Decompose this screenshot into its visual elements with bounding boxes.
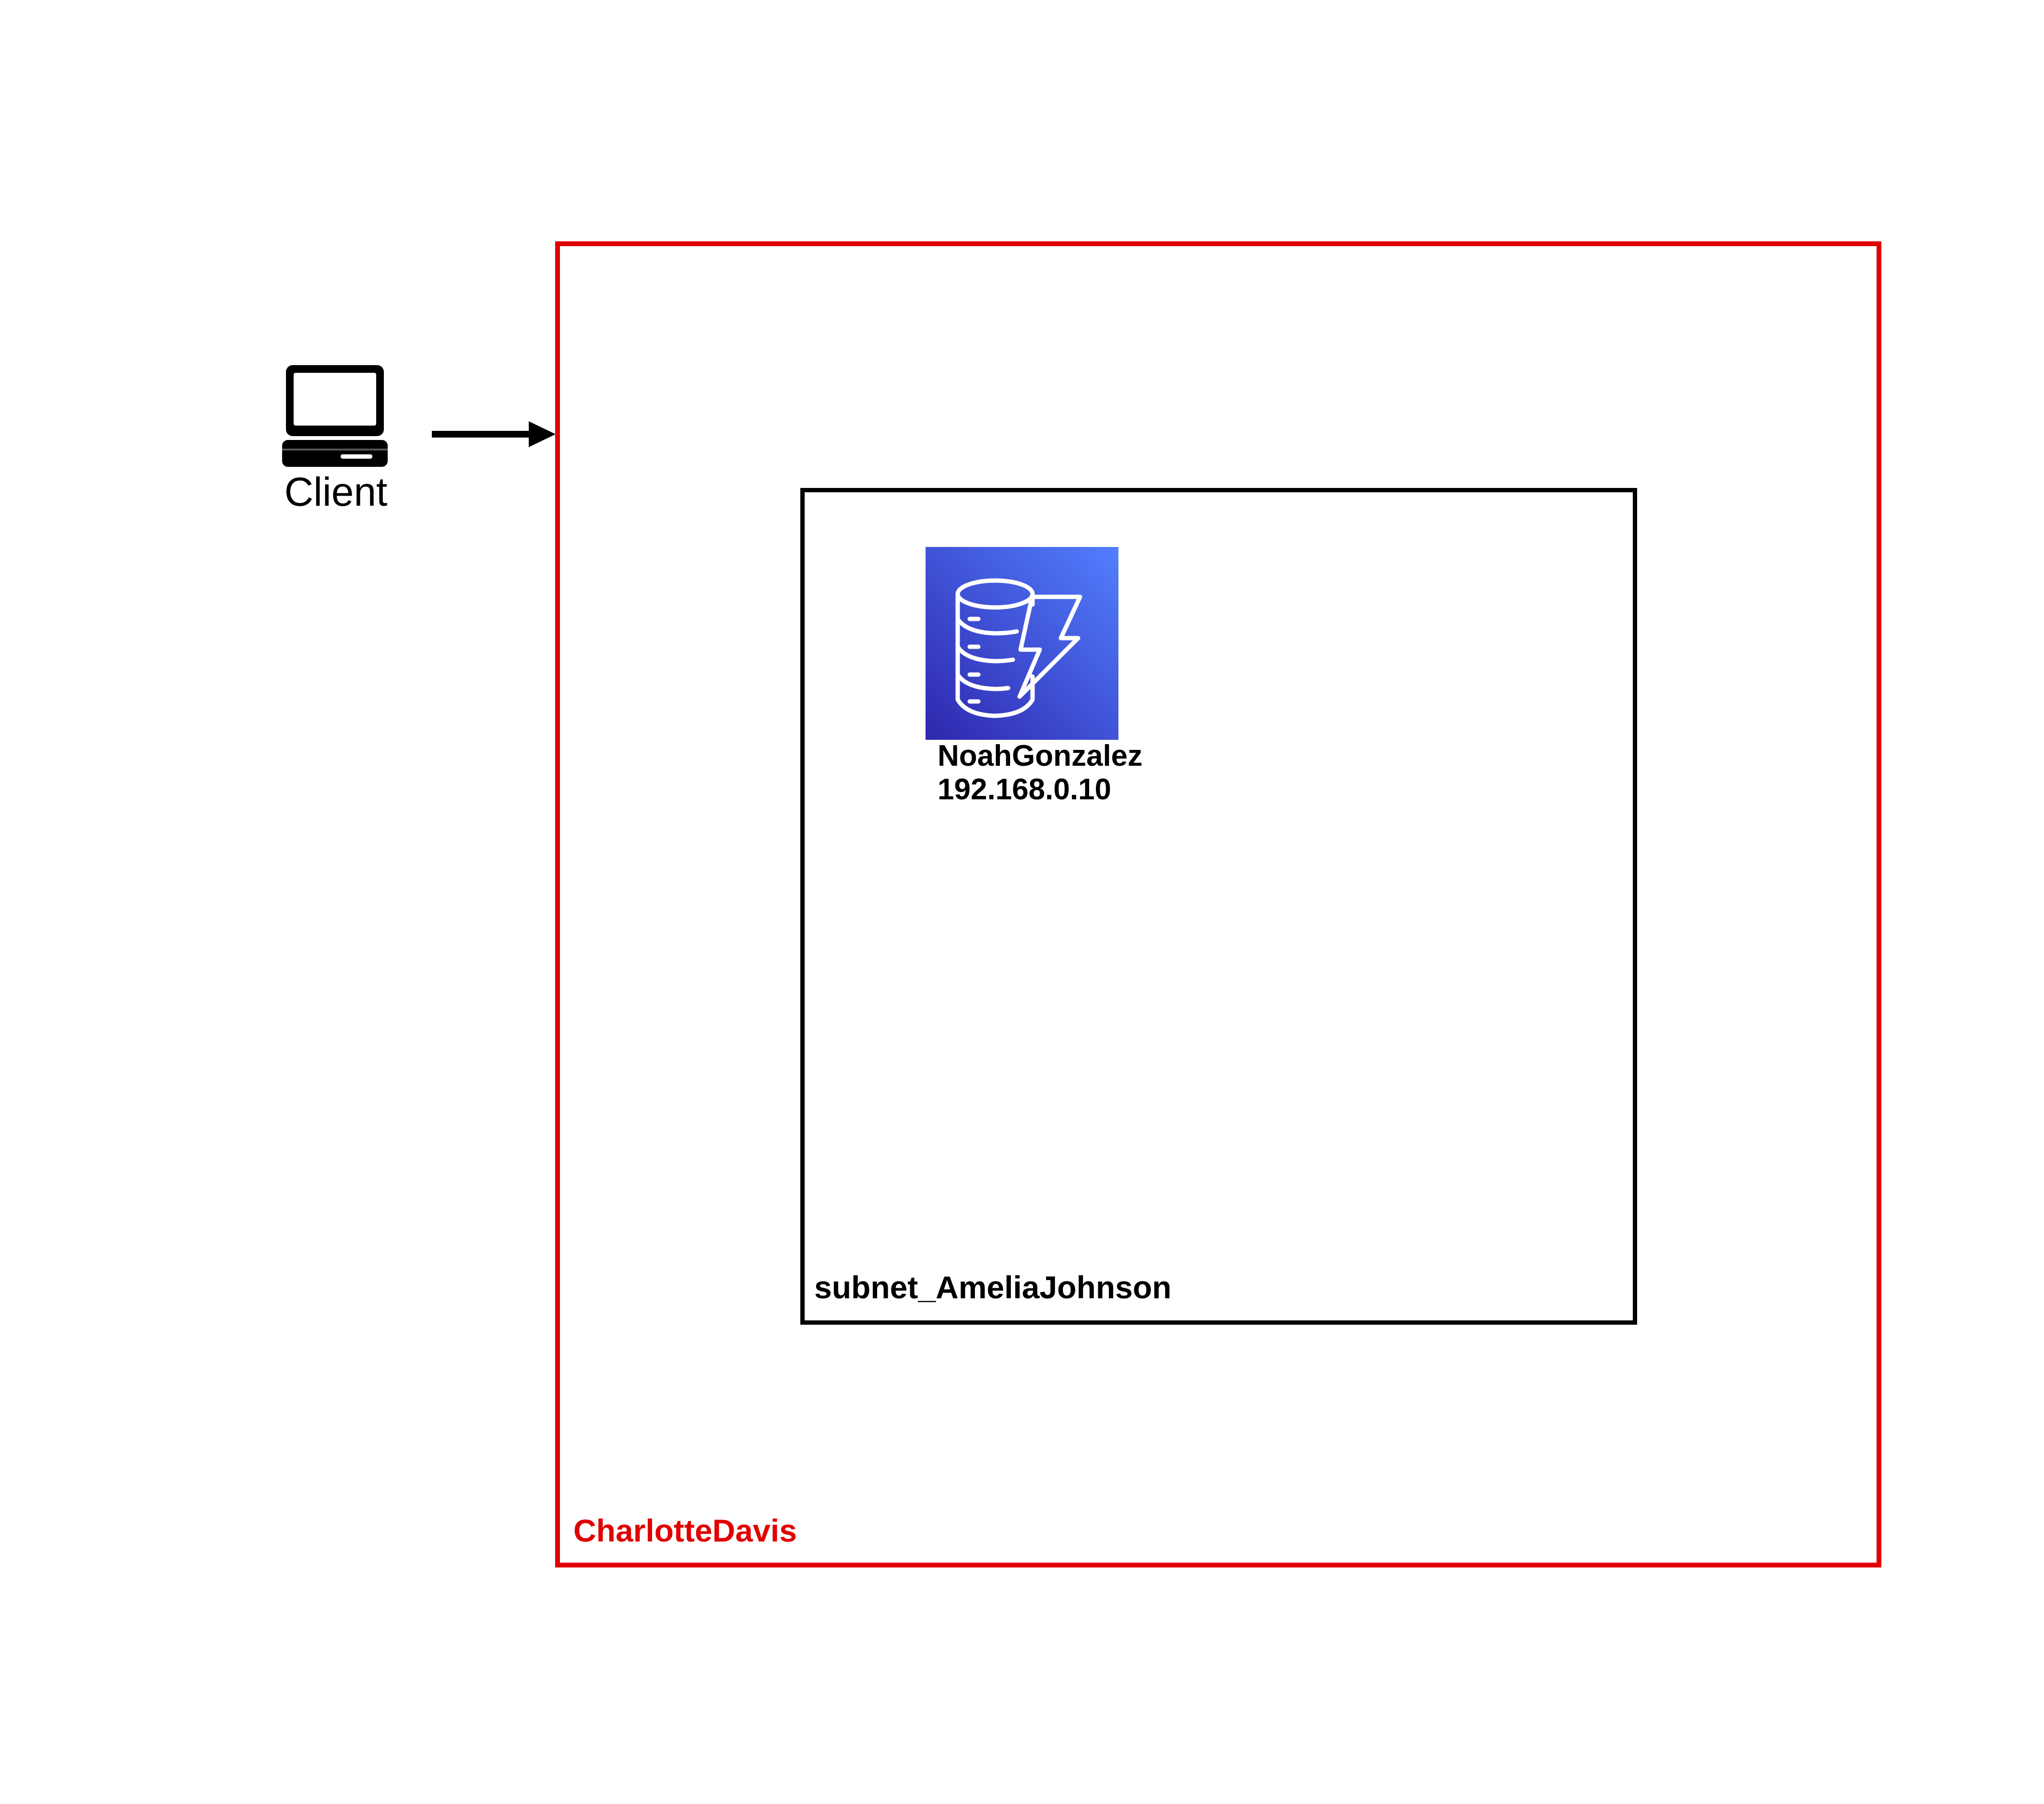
database-ip: 192.168.0.10: [938, 773, 1112, 806]
arrow-right-icon: [432, 417, 557, 451]
vpc-label: CharlotteDavis: [573, 1513, 797, 1548]
subnet-boundary: [800, 488, 1637, 1325]
subnet-label: subnet_AmeliaJohnson: [814, 1270, 1172, 1305]
laptop-icon: [282, 363, 388, 470]
database-name: NoahGonzalez: [938, 739, 1143, 772]
vpc-boundary: [555, 241, 1881, 1567]
dynamodb-icon: [926, 547, 1118, 740]
client-label: Client: [284, 469, 388, 514]
